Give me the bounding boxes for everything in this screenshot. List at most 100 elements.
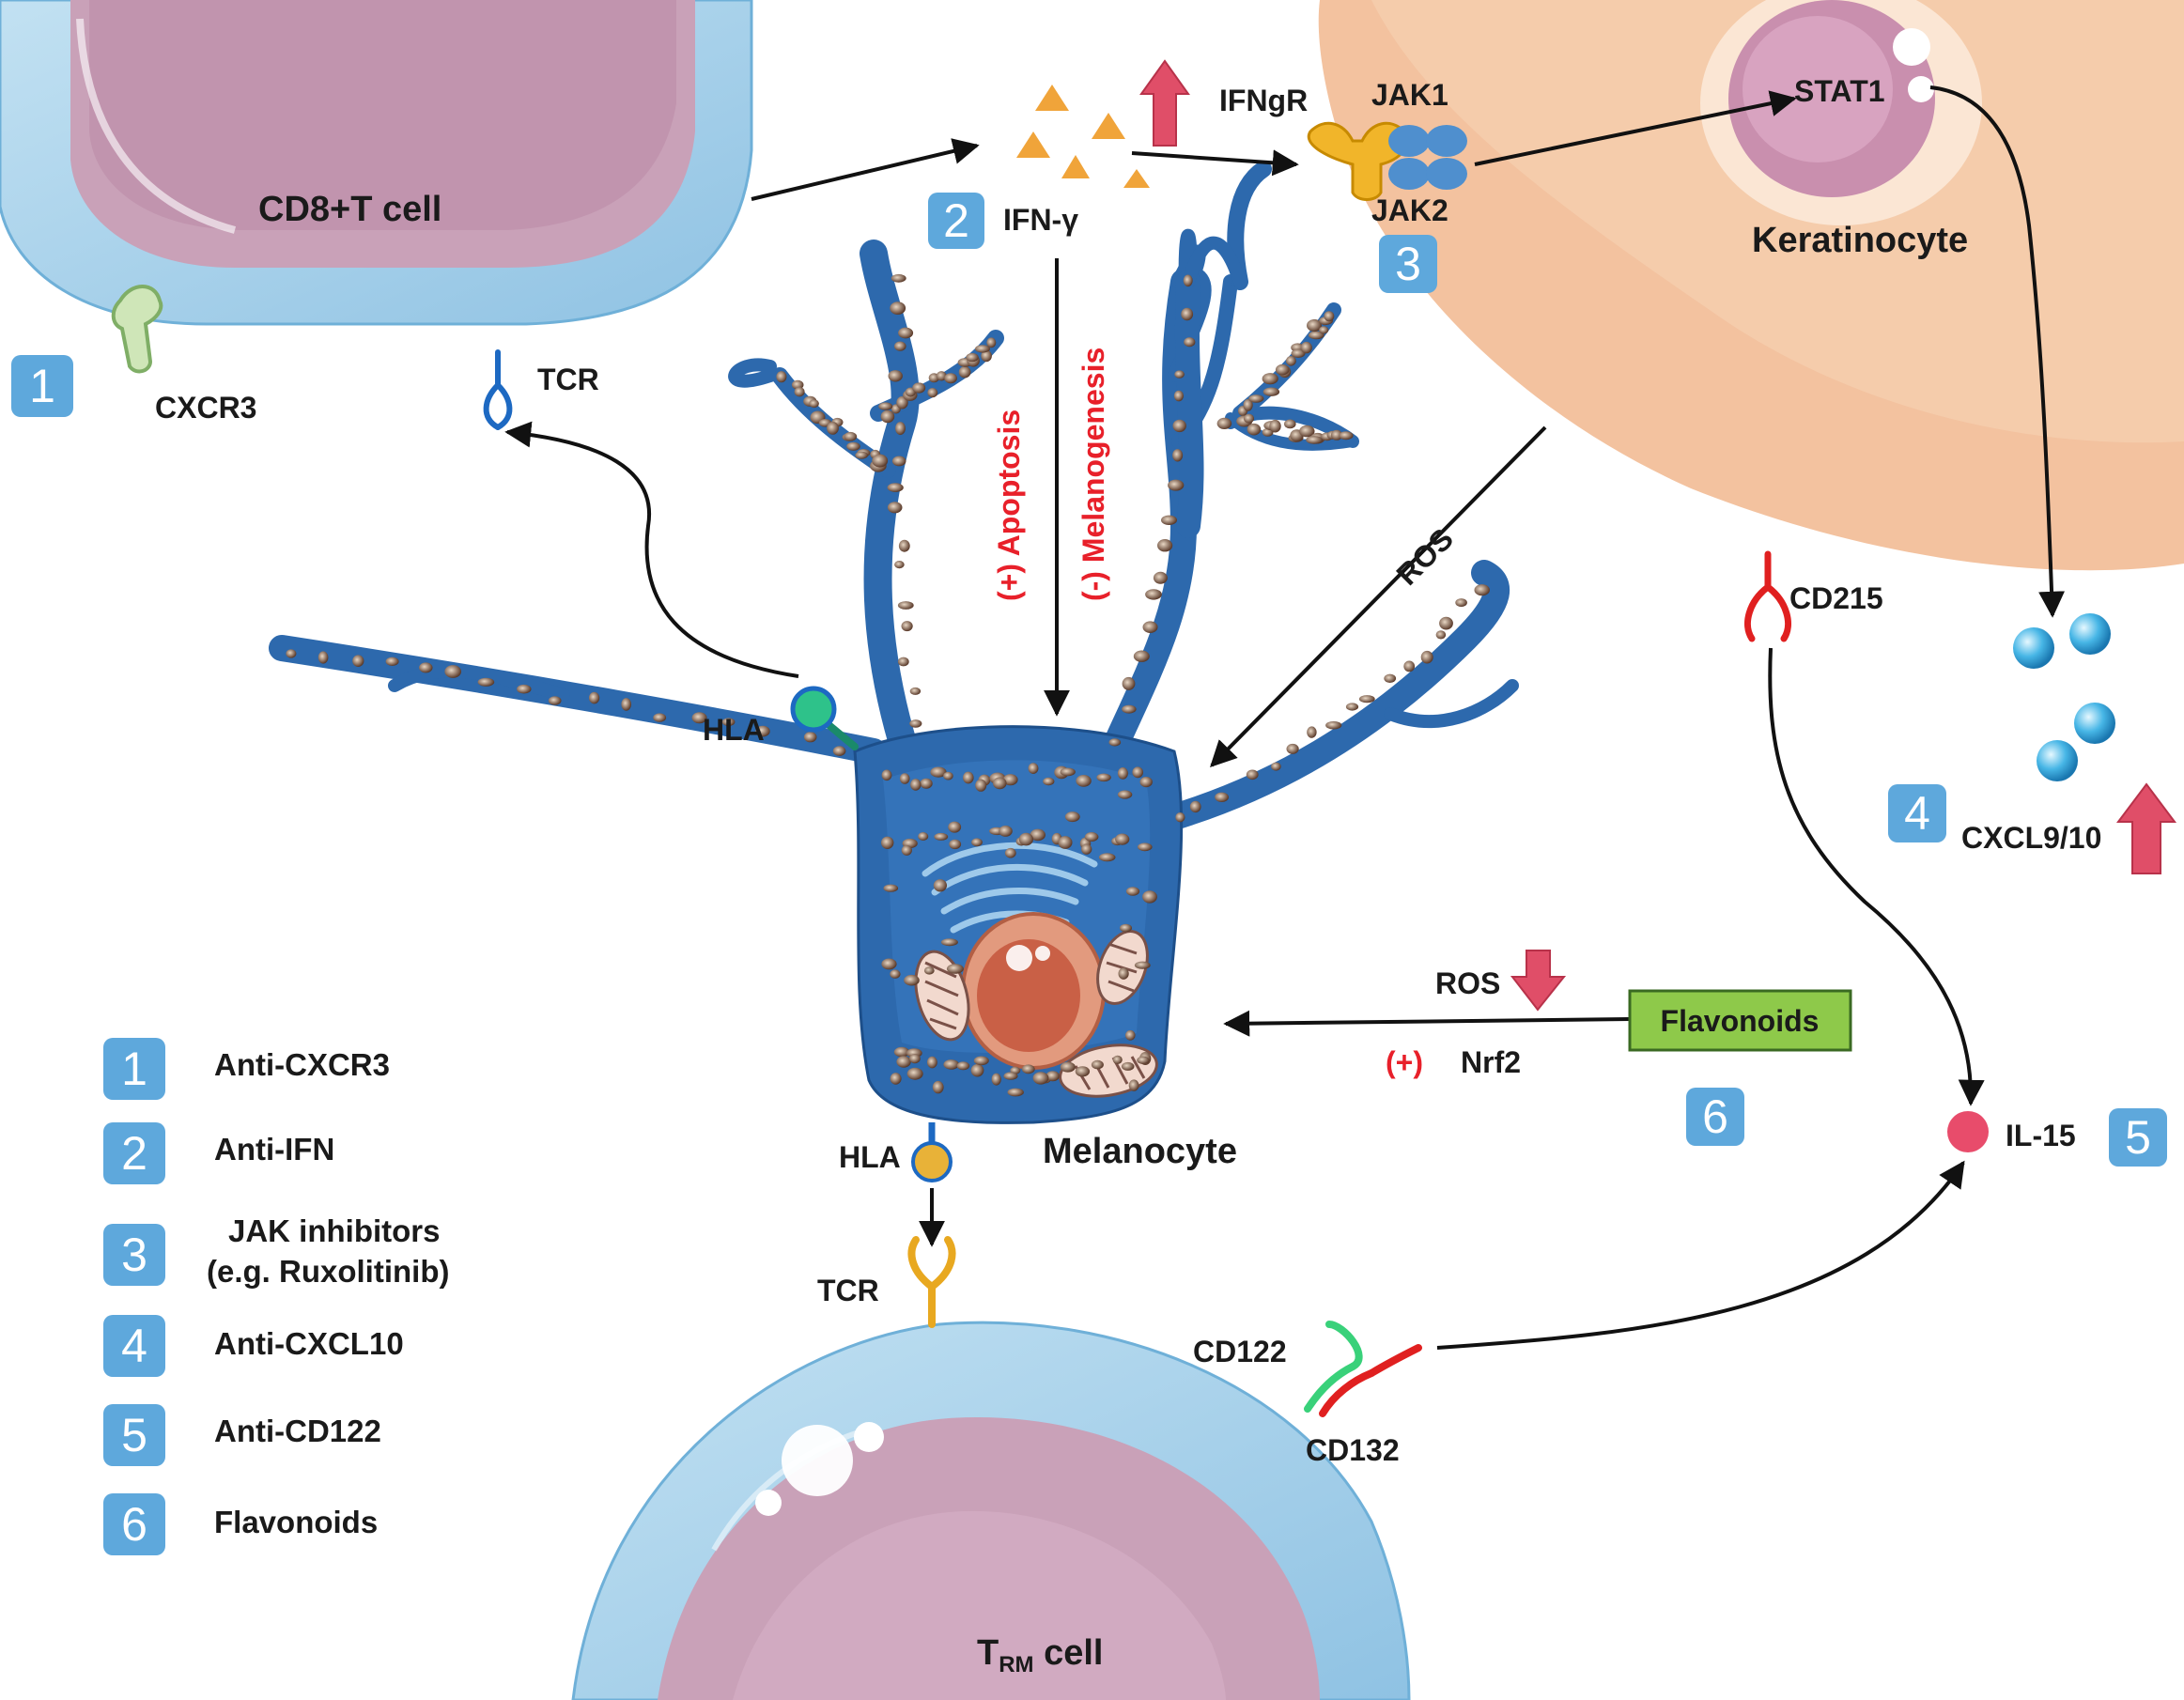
- badge-5: 5: [2109, 1108, 2167, 1167]
- melanosome-granule: [973, 1056, 989, 1066]
- melanosome-granule: [1032, 1072, 1049, 1085]
- svg-text:Anti-IFN: Anti-IFN: [214, 1132, 334, 1167]
- ifngr-label: IFNgR: [1219, 84, 1308, 117]
- legend-item: 3 JAK inhibitors (e.g. Ruxolitinib): [103, 1213, 449, 1289]
- melanosome-granule: [943, 771, 953, 780]
- melanosome-granule: [1133, 650, 1150, 662]
- melanocyte-label: Melanocyte: [1043, 1132, 1237, 1171]
- melanosome-granule: [975, 345, 990, 353]
- cd8-t-cell: [0, 0, 753, 326]
- melanosome-granule: [1098, 853, 1116, 862]
- trm-cell: [571, 1321, 1411, 1700]
- melanosome-granule: [896, 1056, 911, 1068]
- melanosome-granule: [1358, 695, 1375, 703]
- melanosome-granule: [827, 422, 839, 435]
- melanosome-granule: [1002, 774, 1018, 786]
- melanosome-granule: [1128, 1079, 1139, 1091]
- melanosome-granule: [1330, 429, 1343, 440]
- melanosome-granule: [943, 1059, 959, 1070]
- tcr-bottom-icon: [907, 1236, 956, 1328]
- badge-6: 6: [1686, 1088, 1744, 1146]
- melanosome-granule: [1284, 419, 1296, 429]
- melanosome-granule: [1403, 660, 1416, 672]
- melanosome-granule: [1137, 1056, 1150, 1065]
- hla-bottom-label: HLA: [839, 1140, 901, 1174]
- melanosome-granule: [1247, 423, 1262, 436]
- melanosome-granule: [1134, 961, 1151, 969]
- melanosome-granule: [894, 561, 905, 569]
- melanosome-granule: [1060, 767, 1076, 777]
- cd215-receptor-icon: [1744, 550, 1791, 642]
- legend-item: 4 Anti-CXCL10: [103, 1315, 404, 1377]
- melanosome-granule: [883, 884, 899, 892]
- melanosome-granule: [881, 769, 892, 781]
- melanosome-granule: [1246, 769, 1259, 780]
- melanosome-granule: [1172, 419, 1186, 433]
- melanosome-granules: [286, 273, 1490, 1097]
- melanosome-granule: [986, 337, 997, 348]
- melanosome-granule: [548, 696, 562, 705]
- jak1-icon: [1388, 125, 1467, 157]
- melanosome-granule: [891, 456, 906, 467]
- melanosome-granule: [1142, 621, 1158, 633]
- melanosome-granule: [934, 832, 949, 841]
- melanogenesis-label: (-) Melanogenesis: [1077, 348, 1110, 601]
- melanosome-granule: [1474, 584, 1490, 596]
- melanosome-granule: [891, 273, 906, 283]
- melanosome-granule: [1122, 676, 1136, 690]
- melanosome-granule: [1125, 887, 1140, 896]
- melanosome-granule: [1286, 356, 1296, 366]
- melanosome-granule: [1181, 307, 1194, 321]
- il15-molecule-icon: [1947, 1111, 1989, 1152]
- melanosome-granule: [444, 665, 462, 678]
- melanosome-granule: [653, 713, 667, 722]
- melanosome-granule: [993, 777, 1007, 790]
- melanosome-granule: [895, 422, 906, 436]
- melanosome-granule: [1269, 419, 1281, 433]
- melanosome-granule: [920, 778, 933, 789]
- melanosome-granule: [1139, 777, 1153, 788]
- melanosome-granule: [1286, 743, 1299, 754]
- tcr-top-label: TCR: [537, 363, 599, 396]
- melanosome-granule: [912, 382, 926, 394]
- melanosome-granule: [286, 649, 297, 658]
- svg-text:Anti-CD122: Anti-CD122: [214, 1414, 381, 1448]
- hla-bottom-icon: [911, 1122, 953, 1182]
- cxcl-label: CXCL9/10: [1961, 821, 2101, 855]
- ifn-gamma-molecules-icon: [1016, 85, 1150, 188]
- melanosome-granule: [1084, 832, 1099, 842]
- melanosome-granule: [1157, 539, 1173, 552]
- svg-text:3: 3: [1395, 238, 1421, 290]
- melanosome-granule: [901, 621, 913, 632]
- melanosome-granule: [1420, 650, 1433, 664]
- melanosome-granule: [899, 773, 910, 784]
- melanosome-granule: [1028, 763, 1039, 774]
- melanosome-granule: [887, 502, 903, 514]
- melanosome-granule: [1307, 318, 1322, 332]
- ifn-gamma-label: IFN-γ: [1003, 203, 1078, 237]
- badge-2: 2: [928, 193, 984, 249]
- tcr-bottom-label: TCR: [817, 1274, 879, 1307]
- melanosome-granule: [1174, 370, 1185, 379]
- melanosome-granule: [776, 371, 787, 383]
- melanosome-granule: [1121, 1061, 1135, 1071]
- svg-text:4: 4: [1904, 787, 1930, 840]
- cd122-label: CD122: [1193, 1335, 1287, 1368]
- melanosome-granule: [809, 399, 819, 409]
- melanosome-granule: [318, 651, 329, 664]
- keratinocyte-label: Keratinocyte: [1752, 221, 1968, 260]
- svg-text:4: 4: [121, 1320, 147, 1372]
- melanosome-granule: [904, 974, 920, 986]
- melanosome-granule: [1307, 726, 1317, 738]
- melanosome-granule: [1007, 1088, 1024, 1097]
- melanosome-granule: [1248, 394, 1264, 403]
- melanosome-granule: [991, 1073, 1001, 1086]
- melanosome-granule: [930, 766, 947, 778]
- melanosome-granule: [419, 662, 433, 673]
- cxcl-increase-arrow-icon: [2116, 782, 2176, 874]
- legend-item: 1 Anti-CXCR3: [103, 1038, 390, 1100]
- cxcr3-receptor-icon: [111, 285, 163, 374]
- melanosome-granule: [1439, 616, 1453, 630]
- melanosome-granule: [1215, 792, 1229, 802]
- melanosome-granule: [621, 698, 631, 711]
